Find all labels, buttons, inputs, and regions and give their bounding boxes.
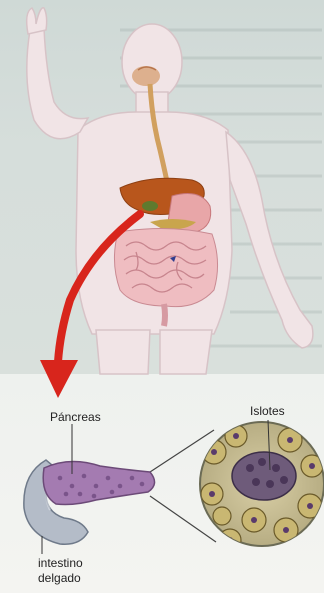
islets-label: Islotes: [250, 404, 285, 418]
pancreas-icon: [43, 461, 154, 504]
islet-cells-icon: [198, 422, 324, 560]
intestine-label-line2: delgado: [38, 571, 81, 585]
pancreas-label: Páncreas: [50, 410, 101, 424]
intestine-label-line1: intestino: [38, 556, 83, 570]
mouth-cavity-icon: [132, 66, 160, 86]
